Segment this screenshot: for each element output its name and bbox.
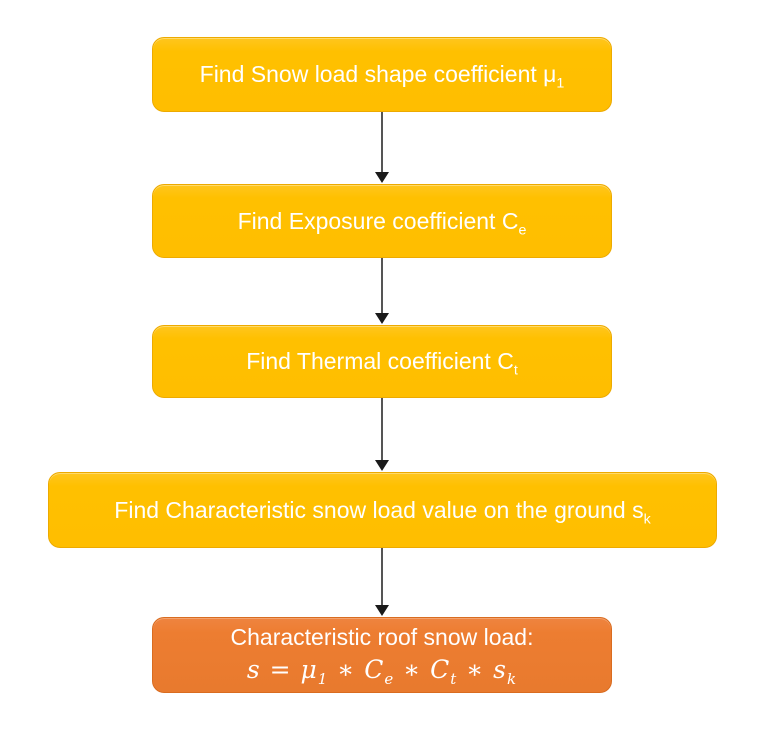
flow-step-label: Find Exposure coefficient Ce <box>237 207 527 239</box>
step-subscript: 1 <box>556 75 565 92</box>
flow-step-snow-load-shape-coefficient: Find Snow load shape coefficient μ1 <box>152 37 612 112</box>
arrow-line <box>381 548 383 605</box>
formula-subscript: 1 <box>317 669 329 688</box>
step-text: Find Exposure coefficient C <box>237 207 519 234</box>
step-text: Find Snow load shape coefficient μ <box>199 61 557 88</box>
flow-step-label: Find Characteristic snow load value on t… <box>114 496 651 528</box>
step-text: Find Characteristic snow load value on t… <box>114 496 644 523</box>
formula-text: ∗ C <box>394 654 451 684</box>
flow-step-exposure-coefficient: Find Exposure coefficient Ce <box>152 184 612 258</box>
formula-text: s = μ <box>246 654 318 684</box>
result-title: Characteristic roof snow load: <box>230 623 534 650</box>
flow-step-thermal-coefficient: Find Thermal coefficient Ct <box>152 325 612 398</box>
flow-step-label: Find Snow load shape coefficient μ1 <box>199 60 565 92</box>
arrow-head-down-icon <box>375 172 389 183</box>
flow-arrow-1 <box>375 112 389 183</box>
flow-step-label: Find Thermal coefficient Ct <box>246 347 518 379</box>
flow-step-characteristic-ground-snow-load: Find Characteristic snow load value on t… <box>48 472 717 548</box>
arrow-head-down-icon <box>375 313 389 324</box>
formula-subscript: k <box>507 669 518 688</box>
step-subscript: e <box>518 222 527 239</box>
result-formula: s = μ1 ∗ Ce ∗ Ct ∗ sk <box>247 654 517 687</box>
arrow-head-down-icon <box>375 460 389 471</box>
arrow-head-down-icon <box>375 605 389 616</box>
formula-subscript: t <box>450 669 458 688</box>
flow-arrow-4 <box>375 548 389 616</box>
step-subscript: k <box>643 511 651 528</box>
formula-text: ∗ s <box>457 654 508 684</box>
arrow-line <box>381 112 383 172</box>
arrow-line <box>381 398 383 460</box>
flow-result-characteristic-roof-snow-load: Characteristic roof snow load: s = μ1 ∗ … <box>152 617 612 693</box>
formula-subscript: e <box>384 669 395 688</box>
formula-text: ∗ C <box>328 654 385 684</box>
flow-arrow-3 <box>375 398 389 471</box>
flow-arrow-2 <box>375 258 389 324</box>
step-text: Find Thermal coefficient C <box>246 348 514 375</box>
arrow-line <box>381 258 383 313</box>
step-subscript: t <box>513 362 518 379</box>
